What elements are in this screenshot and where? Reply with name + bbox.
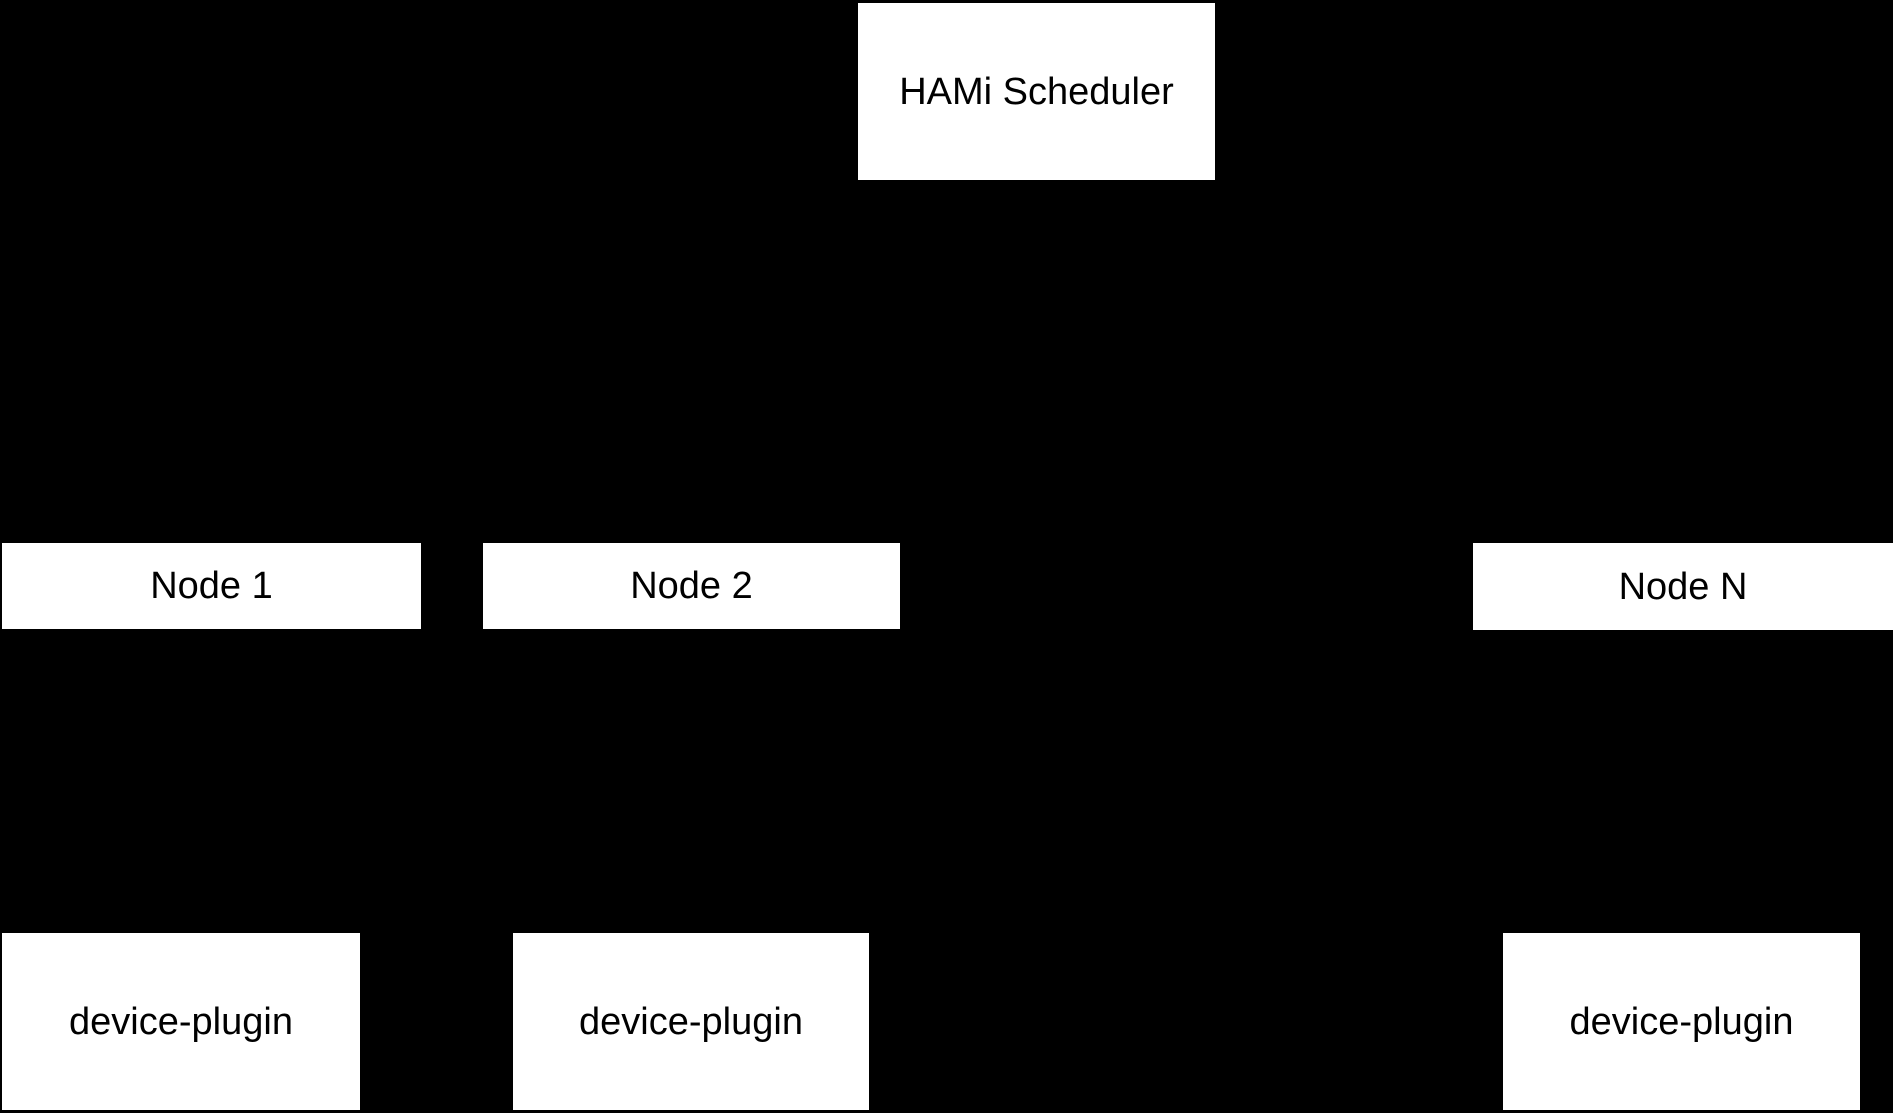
hami-scheduler-box: HAMi Scheduler <box>858 3 1215 180</box>
node-2-label: Node 2 <box>630 565 753 607</box>
device-plugin-label-3: device-plugin <box>1569 1000 1794 1043</box>
device-plugin-box-1: device-plugin <box>2 933 360 1110</box>
hami-scheduler-label: HAMi Scheduler <box>899 70 1174 113</box>
node-n-box: Node N <box>1473 543 1893 630</box>
node-1-box: Node 1 <box>2 543 421 629</box>
node-n-label: Node N <box>1618 565 1748 608</box>
node-1-label: Node 1 <box>150 565 273 607</box>
device-plugin-label-1: device-plugin <box>69 1000 293 1043</box>
device-plugin-box-2: device-plugin <box>513 933 869 1110</box>
device-plugin-label-2: device-plugin <box>579 1000 803 1043</box>
node-2-box: Node 2 <box>483 543 900 629</box>
device-plugin-box-3: device-plugin <box>1503 933 1860 1110</box>
